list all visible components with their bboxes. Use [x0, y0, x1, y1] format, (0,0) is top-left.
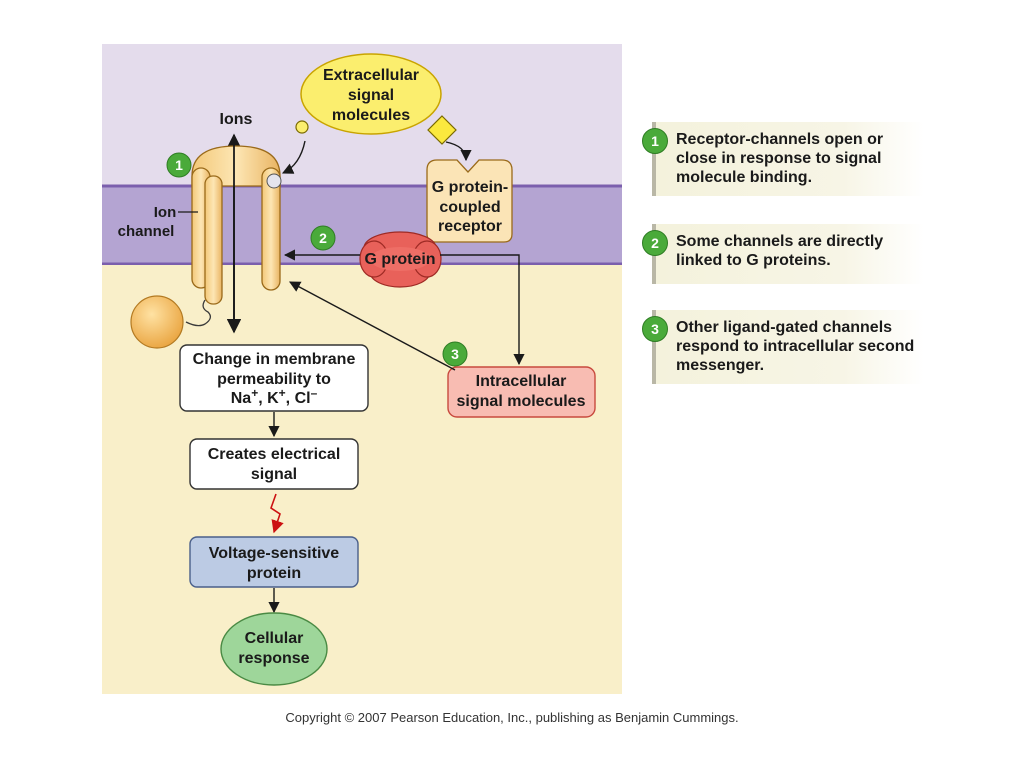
ion-cl-charge: –	[311, 386, 318, 400]
electrical-signal-box: Creates electrical signal	[189, 438, 359, 490]
gpcr-line2: coupled	[439, 199, 500, 216]
intracellular-line1: Intracellular	[476, 373, 567, 390]
legend-item-3: 3 Other ligand-gated channels respond to…	[642, 310, 924, 384]
ligand-diamond	[427, 115, 457, 145]
extracellular-line3: molecules	[332, 107, 410, 124]
step-number-2: 2	[319, 230, 327, 246]
permeability-ions: Na+, K+, Cl–	[231, 386, 318, 407]
cellular-response: Cellular response	[220, 612, 328, 686]
intracellular-to-channel-arrow	[289, 281, 456, 371]
ion-channel-label-line2: channel	[118, 223, 175, 240]
electrical-zigzag-arrow	[270, 493, 284, 534]
legend-number-2: 2	[642, 230, 668, 256]
channel-ball	[130, 295, 184, 349]
intracellular-region	[102, 265, 622, 694]
electrical-line1: Creates electrical	[208, 446, 341, 463]
permeability-line1: Change in membrane	[193, 351, 356, 368]
ion-channel-label-line1: Ion	[154, 204, 177, 221]
legend-text-3: Other ligand-gated channels respond to i…	[676, 319, 915, 374]
ion-na: Na	[231, 390, 252, 407]
ion-cl: Cl	[295, 390, 311, 407]
voltage-line2: protein	[247, 565, 301, 582]
legend-text-1: Receptor-channels open or close in respo…	[676, 131, 884, 186]
ion-channel	[191, 145, 282, 305]
g-protein-label: G protein	[364, 251, 435, 268]
ion-na-charge: +	[251, 386, 258, 400]
ball-tether	[185, 299, 212, 327]
step-badge-3: 3	[442, 341, 468, 367]
step-number-1: 1	[175, 157, 183, 173]
intracellular-line2: signal molecules	[457, 393, 586, 410]
ion-k-charge: +	[279, 386, 286, 400]
cellular-line2: response	[238, 650, 309, 667]
permeability-box: Change in membrane permeability to Na+, …	[179, 344, 369, 412]
permeability-line2: permeability to	[217, 371, 331, 388]
legend-number-3: 3	[642, 316, 668, 342]
step-number-3: 3	[451, 346, 459, 362]
voltage-line1: Voltage-sensitive	[209, 545, 340, 562]
step-badge-1: 1	[166, 152, 192, 178]
g-protein: G protein	[359, 231, 442, 288]
ion-k: K	[267, 390, 279, 407]
step-badge-2: 2	[310, 225, 336, 251]
ligand-to-gpcr-arrow	[445, 141, 472, 162]
extracellular-line1: Extracellular	[323, 67, 419, 84]
ligand-circle	[295, 120, 309, 134]
intracellular-signal-box: Intracellular signal molecules	[447, 366, 596, 418]
copyright-notice: Copyright © 2007 Pearson Education, Inc.…	[285, 710, 739, 725]
gpcr-line3: receptor	[438, 218, 502, 235]
legend-text-2: Some channels are directly linked to G p…	[676, 233, 884, 269]
extracellular-signal: Extracellular signal molecules	[300, 53, 442, 135]
cellular-line1: Cellular	[245, 630, 304, 647]
extracellular-line2: signal	[348, 87, 394, 104]
gprotein-to-intracellular-arrow	[440, 254, 525, 366]
voltage-sensitive-box: Voltage-sensitive protein	[189, 536, 359, 588]
legend-number-1: 1	[642, 128, 668, 154]
ligand-to-channel-arrow	[281, 140, 306, 174]
legend-item-1: 1 Receptor-channels open or close in res…	[642, 122, 924, 196]
legend-item-2: 2 Some channels are directly linked to G…	[642, 224, 924, 284]
gpcr-receptor: G protein- coupled receptor	[426, 159, 513, 243]
electrical-line2: signal	[251, 466, 297, 483]
ions-label: Ions	[220, 111, 253, 128]
gpcr-line1: G protein-	[432, 179, 508, 196]
